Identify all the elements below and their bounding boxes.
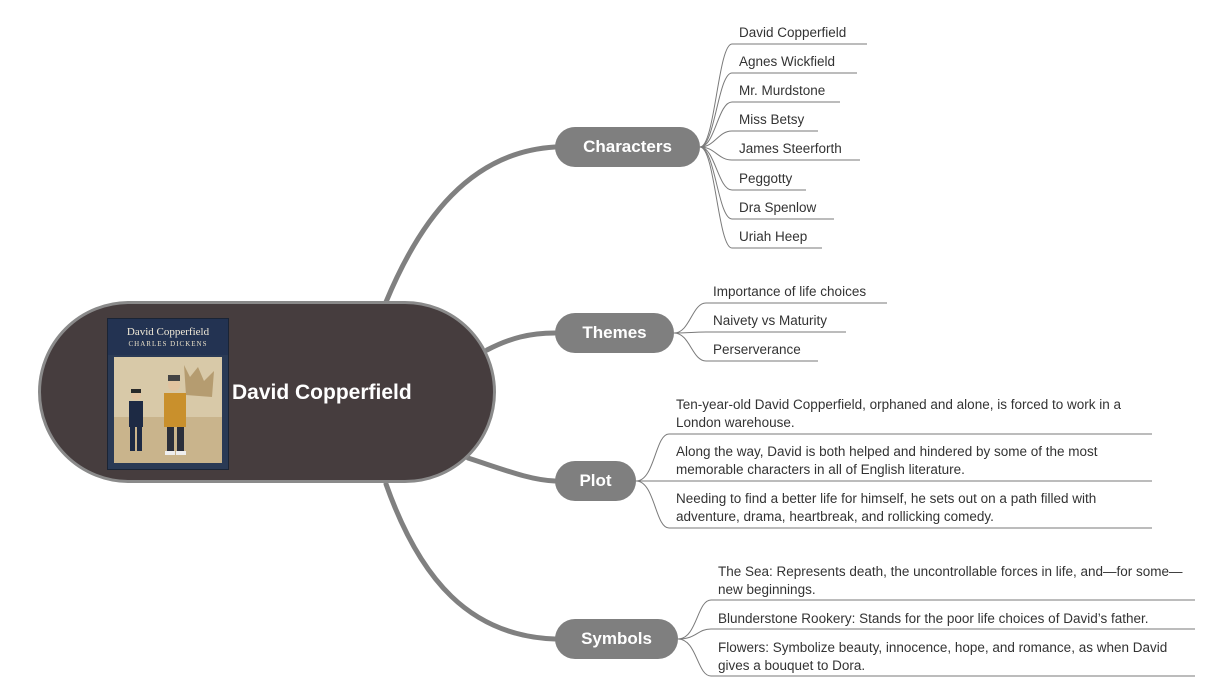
plot-item[interactable]: Needing to find a better life for himsel…: [676, 491, 1097, 524]
plot-item[interactable]: Ten-year-old David Copperfield, orphaned…: [676, 397, 1122, 430]
character-item[interactable]: James Steerforth: [739, 141, 842, 156]
topic-themes[interactable]: Themes: [555, 313, 674, 353]
symbol-item[interactable]: The Sea: Represents death, the uncontrol…: [718, 564, 1183, 597]
theme-item[interactable]: Perserverance: [713, 342, 801, 357]
character-item[interactable]: Miss Betsy: [739, 112, 805, 127]
cover-illustration: [114, 357, 222, 463]
character-item[interactable]: Peggotty: [739, 171, 793, 186]
theme-item[interactable]: Naivety vs Maturity: [713, 313, 828, 328]
character-item[interactable]: David Copperfield: [739, 25, 847, 40]
topic-symbols[interactable]: Symbols: [555, 619, 678, 659]
book-cover-image: David Copperfield CHARLES DICKENS: [107, 318, 229, 470]
topic-plot[interactable]: Plot: [555, 461, 636, 501]
cover-title: David Copperfield: [126, 326, 210, 338]
cover-band: [108, 319, 228, 355]
root-title: David Copperfield: [232, 381, 412, 404]
character-item[interactable]: Agnes Wickfield: [739, 54, 836, 69]
theme-item[interactable]: Importance of life choices: [713, 284, 867, 299]
character-item[interactable]: Mr. Murdstone: [739, 83, 826, 98]
character-item[interactable]: Dra Spenlow: [739, 200, 817, 215]
topic-characters[interactable]: Characters: [555, 127, 700, 167]
cover-author: CHARLES DICKENS: [128, 340, 208, 348]
plot-item[interactable]: Along the way, David is both helped and …: [676, 444, 1098, 477]
symbol-item[interactable]: Flowers: Symbolize beauty, innocence, ho…: [718, 640, 1168, 673]
symbol-item[interactable]: Blunderstone Rookery: Stands for the poo…: [718, 611, 1149, 626]
character-item[interactable]: Uriah Heep: [739, 229, 808, 244]
